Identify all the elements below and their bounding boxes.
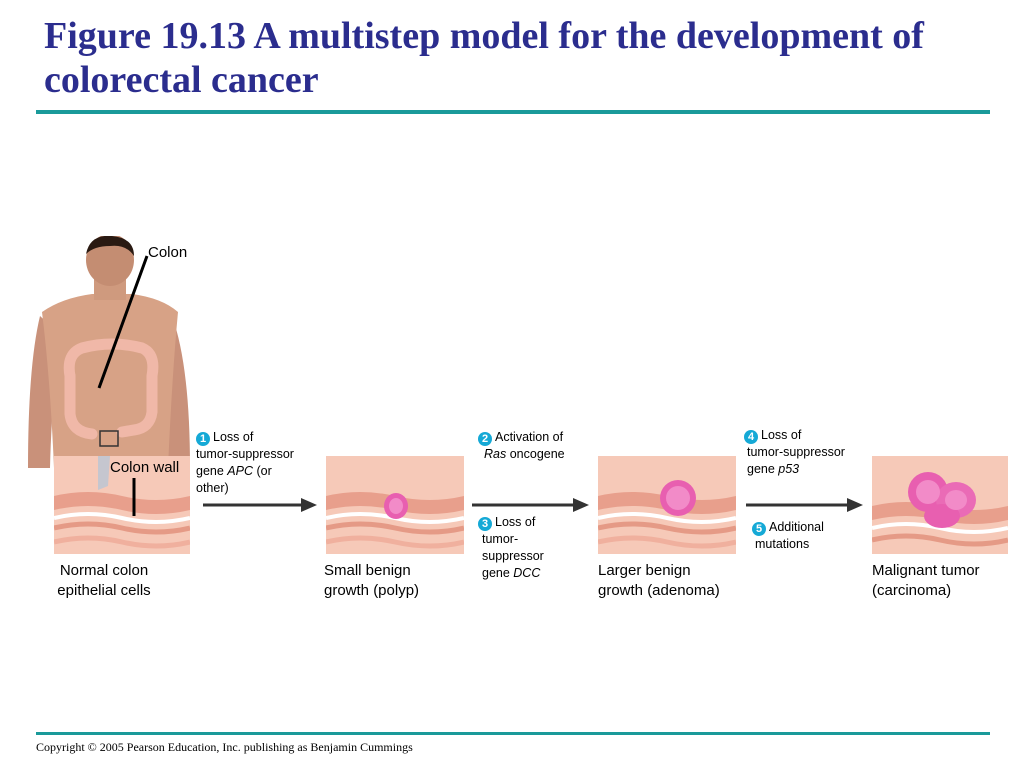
colon-label: Colon — [148, 244, 188, 261]
colon-wall-pointer — [132, 478, 136, 516]
colon-pointer-line — [97, 255, 149, 389]
polyp-tissue-panel — [326, 456, 464, 554]
copyright-footer: Copyright © 2005 Pearson Education, Inc.… — [36, 740, 413, 754]
arrow-3 — [746, 498, 863, 512]
title-divider — [36, 110, 990, 114]
arrow-1 — [203, 498, 317, 512]
step-5-badge: 5 — [752, 522, 766, 536]
stage-label-carcinoma: Malignant tumor(carcinoma) — [872, 562, 980, 599]
human-body-illustration — [28, 236, 190, 468]
step-3-badge: 3 — [478, 517, 492, 531]
colon-section-box — [99, 430, 119, 447]
arrow-2 — [472, 498, 589, 512]
footer-divider — [36, 732, 990, 735]
carcinoma-tissue-panel — [872, 456, 1008, 554]
page-title: Figure 19.13 A multistep model for the d… — [44, 15, 924, 101]
step-2-badge: 2 — [478, 432, 492, 446]
adenoma-tissue-panel — [598, 456, 736, 554]
colon-wall-label: Colon wall — [110, 459, 180, 476]
step-1-badge: 1 — [196, 432, 210, 446]
normal-tissue-panel — [54, 456, 190, 554]
step-4-badge: 4 — [744, 430, 758, 444]
